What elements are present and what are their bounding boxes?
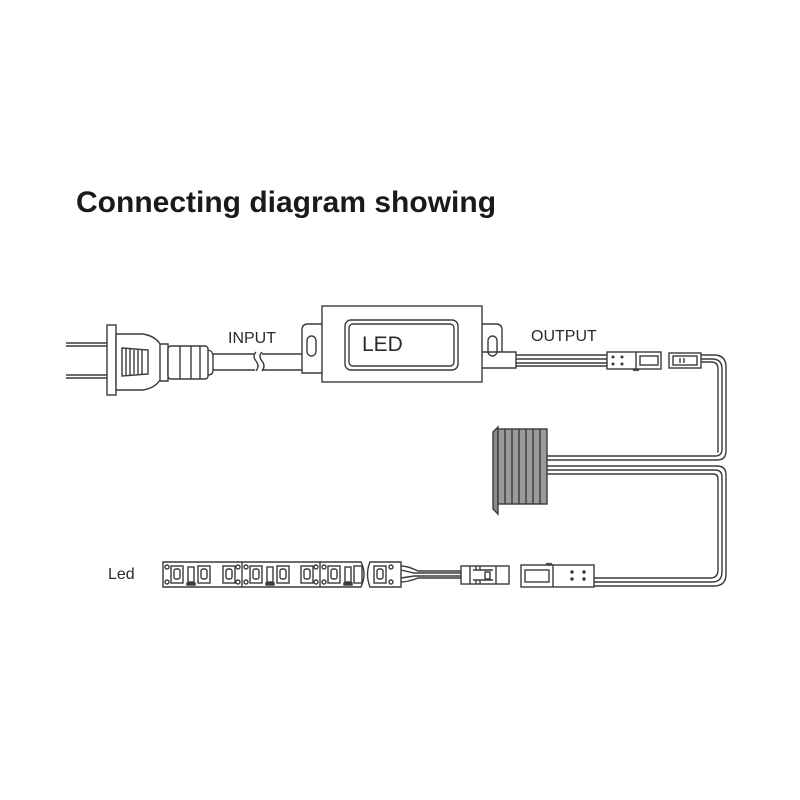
output-connector-female (668, 352, 702, 369)
sensor-wiring (547, 354, 727, 587)
output-connector-male (606, 351, 662, 372)
input-cable (213, 351, 322, 372)
led-strip-icon (162, 561, 402, 588)
round-sensor-switch-icon (492, 425, 548, 516)
led-driver-box (301, 305, 517, 383)
strip-lead-wire (400, 565, 461, 583)
output-label: OUTPUT (531, 328, 597, 345)
strip-connector-female (520, 562, 595, 588)
strip-connector-male (460, 565, 510, 585)
driver-label: LED (362, 333, 403, 356)
output-cable (516, 354, 607, 367)
input-label: INPUT (228, 330, 276, 347)
diagram-title: Connecting diagram showing (76, 186, 497, 219)
power-plug-icon (66, 324, 214, 396)
led-strip-label: Led (108, 566, 135, 583)
